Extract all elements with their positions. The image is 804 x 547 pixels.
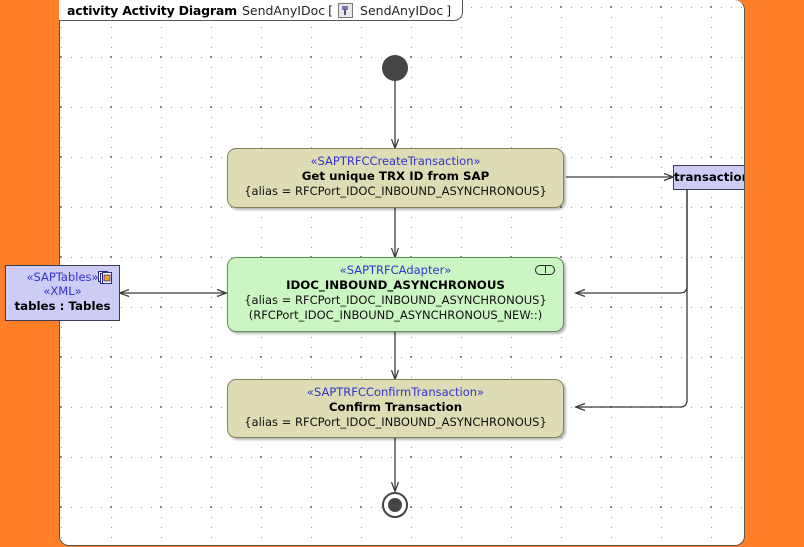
object-node-tables[interactable]: «SAPTables» «XML» tables : Tables: [5, 265, 120, 321]
action-property: {alias = RFCPort_IDOC_INBOUND_ASYNCHRONO…: [244, 184, 547, 198]
stereotype-label: «SAPTRFCAdapter»: [339, 263, 452, 277]
frame-name: SendAnyIDoc: [241, 2, 326, 18]
frame-bracket-open: [: [328, 2, 334, 18]
action-title: IDOC_INBOUND_ASYNCHRONOUS: [286, 278, 505, 292]
action-node-create-transaction[interactable]: «SAPTRFCCreateTransaction» Get unique TR…: [227, 148, 564, 208]
action-title: Confirm Transaction: [328, 400, 463, 414]
frame-bracket-close: ]: [446, 2, 452, 18]
frame-keyword: activity Activity Diagram: [67, 2, 237, 18]
action-property: {alias = RFCPort_IDOC_INBOUND_ASYNCHRONO…: [244, 415, 547, 429]
object-stereotype-1: «SAPTables»: [26, 270, 99, 284]
documents-icon: [98, 271, 112, 284]
initial-node[interactable]: [382, 55, 408, 81]
action-node-confirm-transaction[interactable]: «SAPTRFCConfirmTransaction» Confirm Tran…: [227, 379, 564, 438]
action-property: {alias = RFCPort_IDOC_INBOUND_ASYNCHRONO…: [244, 293, 547, 307]
object-node-title: transactionID : String: [674, 170, 744, 184]
action-node-adapter[interactable]: «SAPTRFCAdapter» IDOC_INBOUND_ASYNCHRONO…: [227, 257, 564, 332]
action-property-secondary: (RFCPort_IDOC_INBOUND_ASYNCHRONOUS_NEW::…: [248, 308, 543, 322]
activity-diagram-frame: «SAPTRFCCreateTransaction» Get unique TR…: [59, 0, 745, 546]
stereotype-label: «SAPTRFCConfirmTransaction»: [306, 385, 485, 399]
action-title: Get unique TRX ID from SAP: [301, 169, 490, 183]
stereotype-label: «SAPTRFCCreateTransaction»: [310, 154, 481, 168]
object-node-transaction-id[interactable]: transactionID : String: [673, 165, 744, 190]
activity-diagram-icon: [338, 2, 354, 18]
frame-inner-name: SendAnyIDoc: [360, 2, 444, 18]
final-node[interactable]: [382, 492, 408, 518]
object-stereotype-2: «XML»: [43, 284, 82, 298]
stream-port-icon: [535, 265, 555, 275]
object-node-title: tables : Tables: [14, 299, 111, 313]
diagram-frame-title: activity Activity Diagram SendAnyIDoc [ …: [59, 0, 464, 21]
